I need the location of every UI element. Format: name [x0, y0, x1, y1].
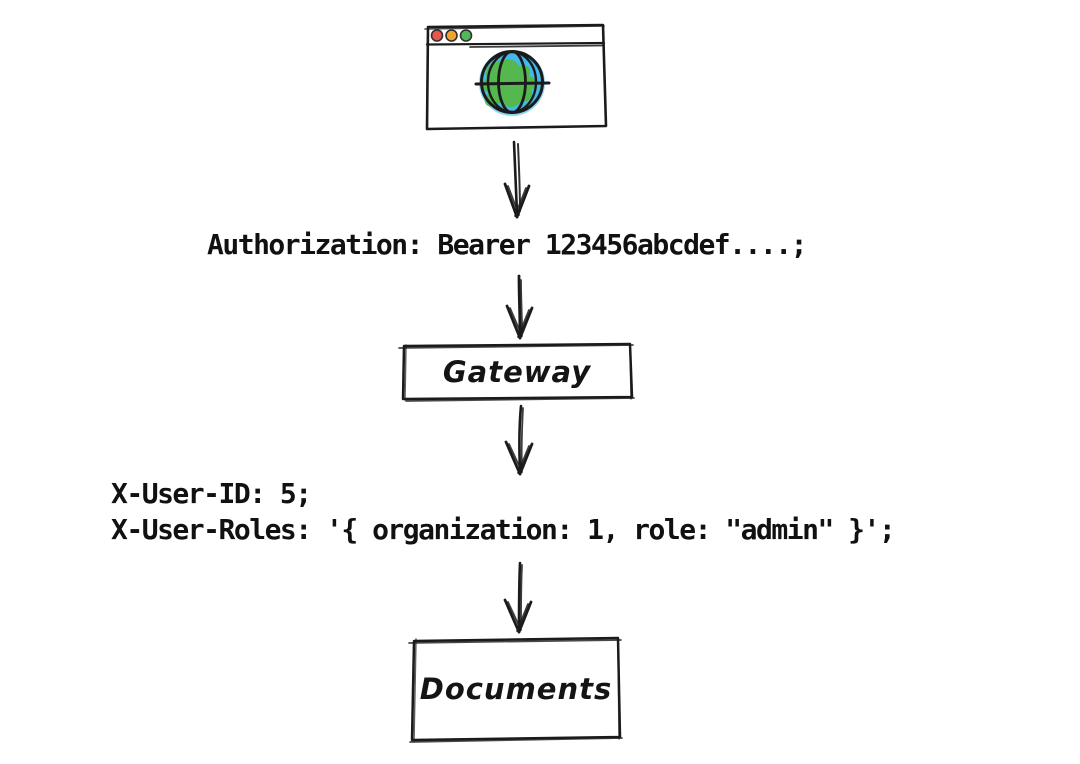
auth-header-text: Authorization: Bearer 123456abcdef....;: [207, 228, 807, 261]
documents-label: Documents: [419, 672, 613, 706]
traffic-red-icon: [430, 29, 444, 42]
traffic-orange-icon: [445, 29, 458, 42]
traffic-light-icons: [430, 29, 473, 42]
arrow-down-2: [505, 274, 534, 340]
globe-icon: [474, 50, 551, 116]
user-id-header-text: X-User-ID: 5;: [111, 477, 312, 510]
gateway-box: [398, 342, 635, 402]
browser-window: [424, 23, 608, 131]
arrow-down-1: [503, 140, 531, 219]
arrow-down-4: [503, 561, 533, 634]
documents-box: [408, 636, 623, 743]
gateway-label: Gateway: [442, 355, 592, 389]
traffic-green-icon: [459, 29, 473, 42]
arrow-down-3: [504, 404, 534, 476]
user-roles-header-text: X-User-Roles: '{ organization: 1, role: …: [111, 513, 896, 546]
